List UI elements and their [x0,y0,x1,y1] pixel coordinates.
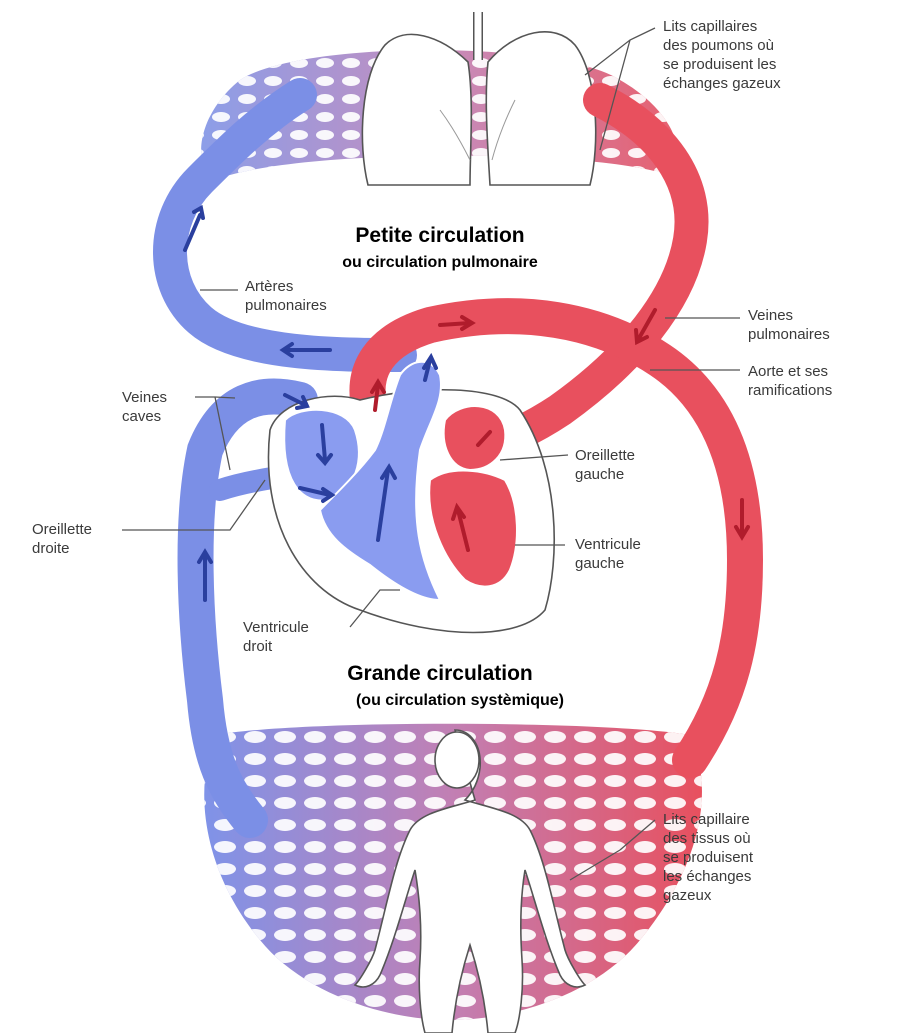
label-left-atrium: Oreillette gauche [575,446,635,484]
label-right-atrium: Oreillette droite [32,520,92,558]
label-pulmonary-veins: Veines pulmonaires [748,306,830,344]
label-right-ventricle: Ventricule droit [243,618,309,656]
label-pulmonary-arteries: Artères pulmonaires [245,277,327,315]
left-atrium-shape [444,406,506,470]
heart-illustration [268,362,554,633]
label-lung-capillaries: Lits capillaires des poumons où se produ… [663,17,781,93]
grande-circulation-title: Grande circulation [300,662,580,686]
grande-circulation-subtitle: (ou circulation systèmique) [290,692,630,710]
label-venae-cavae: Veines caves [122,388,167,426]
label-left-ventricle: Ventricule gauche [575,535,641,573]
petite-circulation-title: Petite circulation [300,224,580,248]
petite-circulation-subtitle: ou circulation pulmonaire [270,254,610,272]
label-aorta: Aorte et ses ramifications [748,362,832,400]
label-tissue-capillaries: Lits capillaire des tissus où se produis… [663,810,753,905]
